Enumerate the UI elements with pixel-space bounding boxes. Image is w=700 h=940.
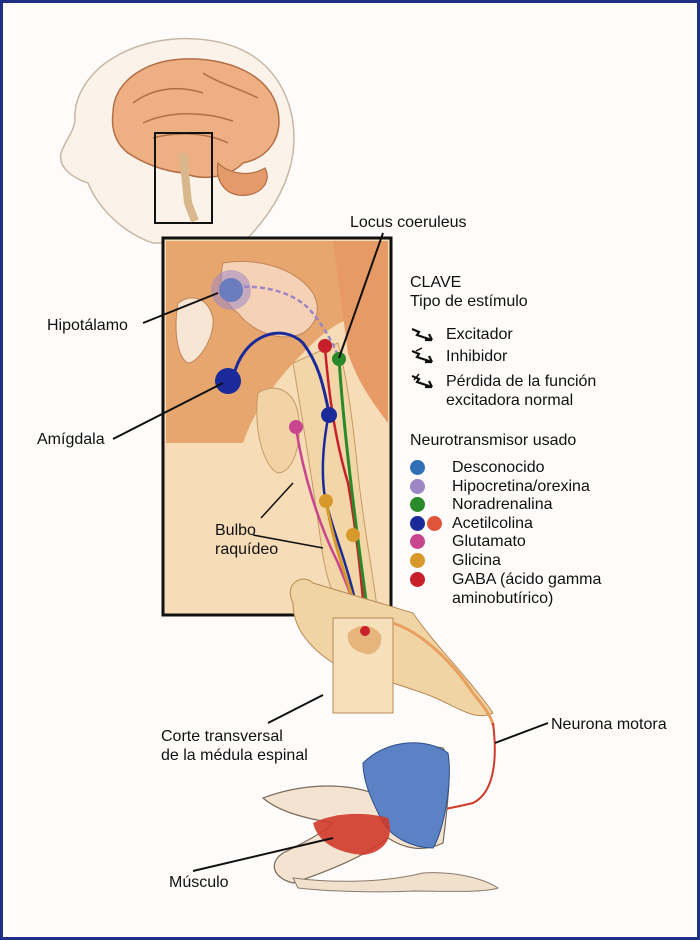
color-swatch	[410, 477, 452, 494]
neurotransmitter-label: Glutamato	[452, 533, 526, 550]
color-swatch	[410, 514, 452, 531]
label-bulbo-raquideo: Bulbo raquídeo	[215, 522, 279, 558]
neurotransmitter-row: Noradrenalina	[410, 495, 553, 514]
stimulus-row: Pérdida de la función excitadora normal	[410, 372, 596, 410]
swatch-dot	[410, 479, 425, 494]
swatch-dot	[427, 516, 442, 531]
label-neurona-motora: Neurona motora	[551, 716, 667, 733]
stimulus-label: Inhibidor	[446, 348, 508, 365]
color-swatch	[410, 570, 452, 587]
neurotransmitter-row: Hipocretina/orexina	[410, 477, 590, 496]
label-hipotalamo: Hipotálamo	[47, 317, 128, 334]
label-musculo: Músculo	[169, 874, 229, 891]
neurotransmitter-row: Desconocido	[410, 458, 545, 477]
swatch-dot	[410, 553, 425, 568]
zoom-box-small	[154, 132, 213, 224]
swatch-dot	[410, 572, 425, 587]
stimulus-label: Excitador	[446, 326, 513, 343]
label-amigdala: Amígdala	[37, 431, 105, 448]
inhibitory-arrow-icon	[410, 347, 446, 366]
label-corte-transversal: Corte transversal de la médula espinal	[161, 728, 308, 764]
neurotransmitter-row: Acetilcolina	[410, 514, 533, 533]
loss-arrow-icon	[410, 372, 446, 391]
label-locus-coeruleus: Locus coeruleus	[350, 214, 467, 231]
swatch-dot	[410, 497, 425, 512]
sleeping-person	[261, 742, 500, 893]
neurotransmitter-row: Glutamato	[410, 532, 526, 551]
neurotransmitter-row: GABA (ácido gamma aminobutírico)	[410, 570, 601, 608]
key-nt-title: Neurotransmisor usado	[410, 432, 577, 449]
key-title: CLAVE	[410, 274, 462, 291]
color-swatch	[410, 495, 452, 512]
brain-small	[111, 58, 280, 179]
neurotransmitter-label: Glicina	[452, 552, 501, 569]
neurotransmitter-row: Glicina	[410, 551, 501, 570]
neurotransmitter-label: Hipocretina/orexina	[452, 478, 590, 495]
neurotransmitter-label: Desconocido	[452, 459, 545, 476]
color-swatch	[410, 532, 452, 549]
neurotransmitter-label: Acetilcolina	[452, 515, 533, 532]
stimulus-row: Inhibidor	[410, 347, 507, 366]
swatch-dot	[410, 460, 425, 475]
stimulus-label: Pérdida de la función excitadora normal	[446, 373, 597, 409]
key-subtitle: Tipo de estímulo	[410, 293, 528, 310]
neurotransmitter-label: Noradrenalina	[452, 496, 553, 513]
neurotransmitter-label: GABA (ácido gamma aminobutírico)	[452, 571, 602, 607]
spinal-cord-section	[290, 578, 495, 726]
excitatory-arrow-icon	[410, 325, 446, 344]
color-swatch	[410, 551, 452, 568]
swatch-dot	[410, 516, 425, 531]
color-swatch	[410, 458, 452, 475]
stimulus-row: Excitador	[410, 325, 513, 344]
swatch-dot	[410, 534, 425, 549]
sleep-paralysis-diagram	[59, 37, 549, 893]
